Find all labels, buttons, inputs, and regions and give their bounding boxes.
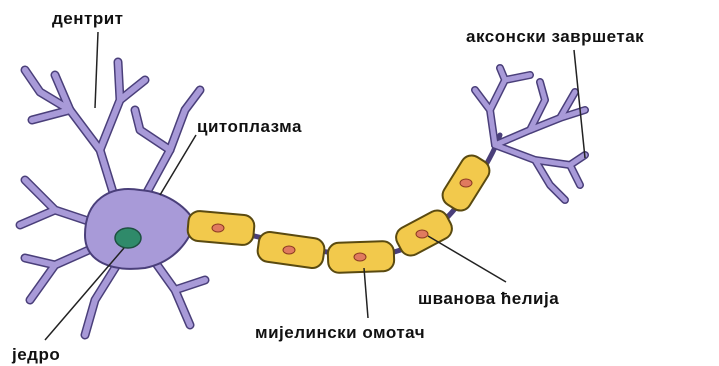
label-axon-terminal: аксонски завршетак — [466, 27, 644, 46]
myelin-segment-4 — [392, 207, 456, 260]
leader-line-axon-terminal — [574, 50, 585, 158]
leader-line-myelin — [364, 268, 368, 318]
myelin-segment-5 — [438, 151, 493, 214]
label-dendrite: дентрит — [52, 9, 124, 28]
myelin-segment-1 — [187, 210, 255, 246]
label-schwann-cell: шванова ћелија — [418, 289, 559, 308]
myelin-segment-2 — [256, 231, 326, 270]
myelin-segment-3 — [327, 241, 394, 273]
soma — [85, 189, 195, 269]
label-myelin-sheath: мијелински омотач — [255, 323, 425, 342]
axon-group — [187, 135, 500, 273]
leader-line-dendrite — [95, 32, 98, 108]
axon-terminal-group — [475, 68, 585, 200]
leader-line-schwann — [428, 236, 506, 282]
label-cytoplasm: цитоплазма — [197, 117, 302, 136]
nucleus-shape — [115, 228, 141, 248]
label-nucleus: једро — [11, 345, 60, 364]
neuron-cell-body-group — [20, 62, 205, 335]
